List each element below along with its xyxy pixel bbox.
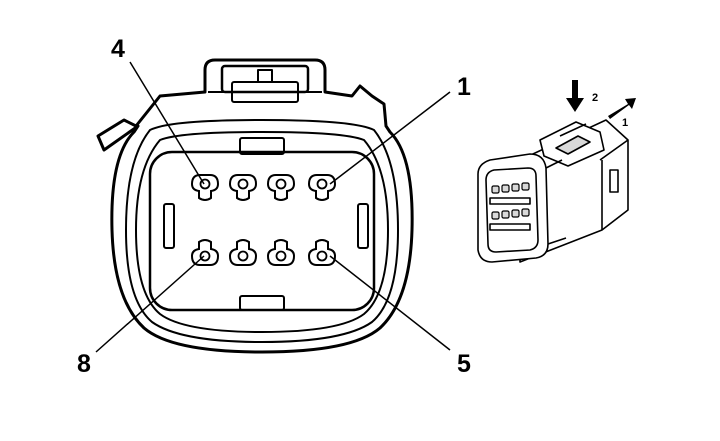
locking-latch [208, 64, 322, 103]
connector-outer-shell [96, 58, 414, 354]
connector-face [96, 58, 414, 354]
bottom-key [239, 295, 285, 311]
connector-inner-rim [135, 131, 389, 333]
pin-cavity-8 [190, 239, 220, 266]
leader-line-pin-4 [129, 61, 205, 185]
pin-label-5: 5 [457, 350, 471, 378]
pull-diagonal-arrow-icon [608, 98, 636, 119]
press-down-arrow-icon [566, 80, 584, 112]
top-key [239, 137, 285, 155]
leader-line-pin-8 [95, 255, 205, 353]
pin-label-8: 8 [77, 350, 91, 378]
pin-label-4: 4 [111, 35, 125, 63]
pin-cavity-7 [228, 239, 258, 266]
pin-cavity-5 [307, 239, 337, 266]
left-slot [163, 203, 175, 249]
press-step-label: 2 [592, 92, 598, 104]
leader-line-pin-1 [329, 91, 451, 185]
pin-cavity-2 [266, 174, 296, 201]
right-slot [357, 203, 369, 249]
leader-lines [95, 61, 451, 353]
pin-cavity-3 [228, 174, 258, 201]
pull-step-label: 1 [622, 117, 628, 129]
pin-cavity-1 [307, 174, 337, 201]
pin-cavity-4 [190, 174, 220, 201]
pin-cavity-6 [266, 239, 296, 266]
connector-rim [125, 119, 399, 343]
connector-isometric-view [477, 119, 629, 263]
isometric-cavities [491, 182, 530, 220]
pin-cavities [190, 174, 337, 266]
pin-label-1: 1 [457, 73, 471, 101]
leader-line-pin-5 [329, 255, 451, 351]
